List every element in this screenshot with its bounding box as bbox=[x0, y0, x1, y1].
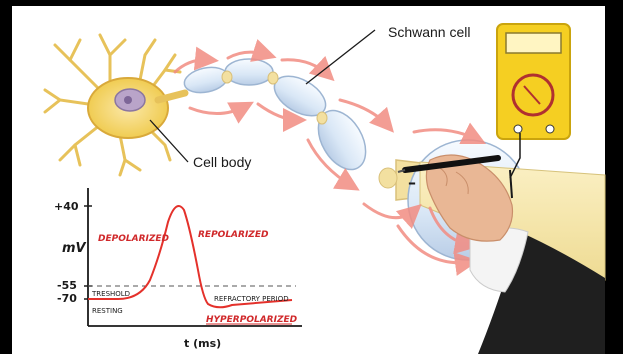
schwann-cell-label: Schwann cell bbox=[388, 24, 471, 40]
resting-label: RESTING bbox=[92, 307, 123, 315]
x-axis-label: t (ms) bbox=[184, 337, 221, 350]
tick-plus40: +40 bbox=[54, 200, 79, 213]
cell-body-label: Cell body bbox=[193, 154, 251, 170]
tick-minus70: -70 bbox=[57, 292, 77, 305]
negative-sign: – bbox=[408, 173, 416, 192]
depolarized-label: DEPOLARIZED bbox=[98, 234, 170, 244]
refractory-period-label: REFRACTORY PERIOD bbox=[214, 295, 289, 303]
repolarized-label: REPOLARIZED bbox=[198, 230, 269, 240]
threshold-label: TRESHOLD bbox=[91, 290, 130, 298]
tick-minus55: -55 bbox=[57, 279, 77, 292]
meter-display bbox=[506, 33, 561, 53]
y-axis-label: mV bbox=[62, 241, 87, 256]
